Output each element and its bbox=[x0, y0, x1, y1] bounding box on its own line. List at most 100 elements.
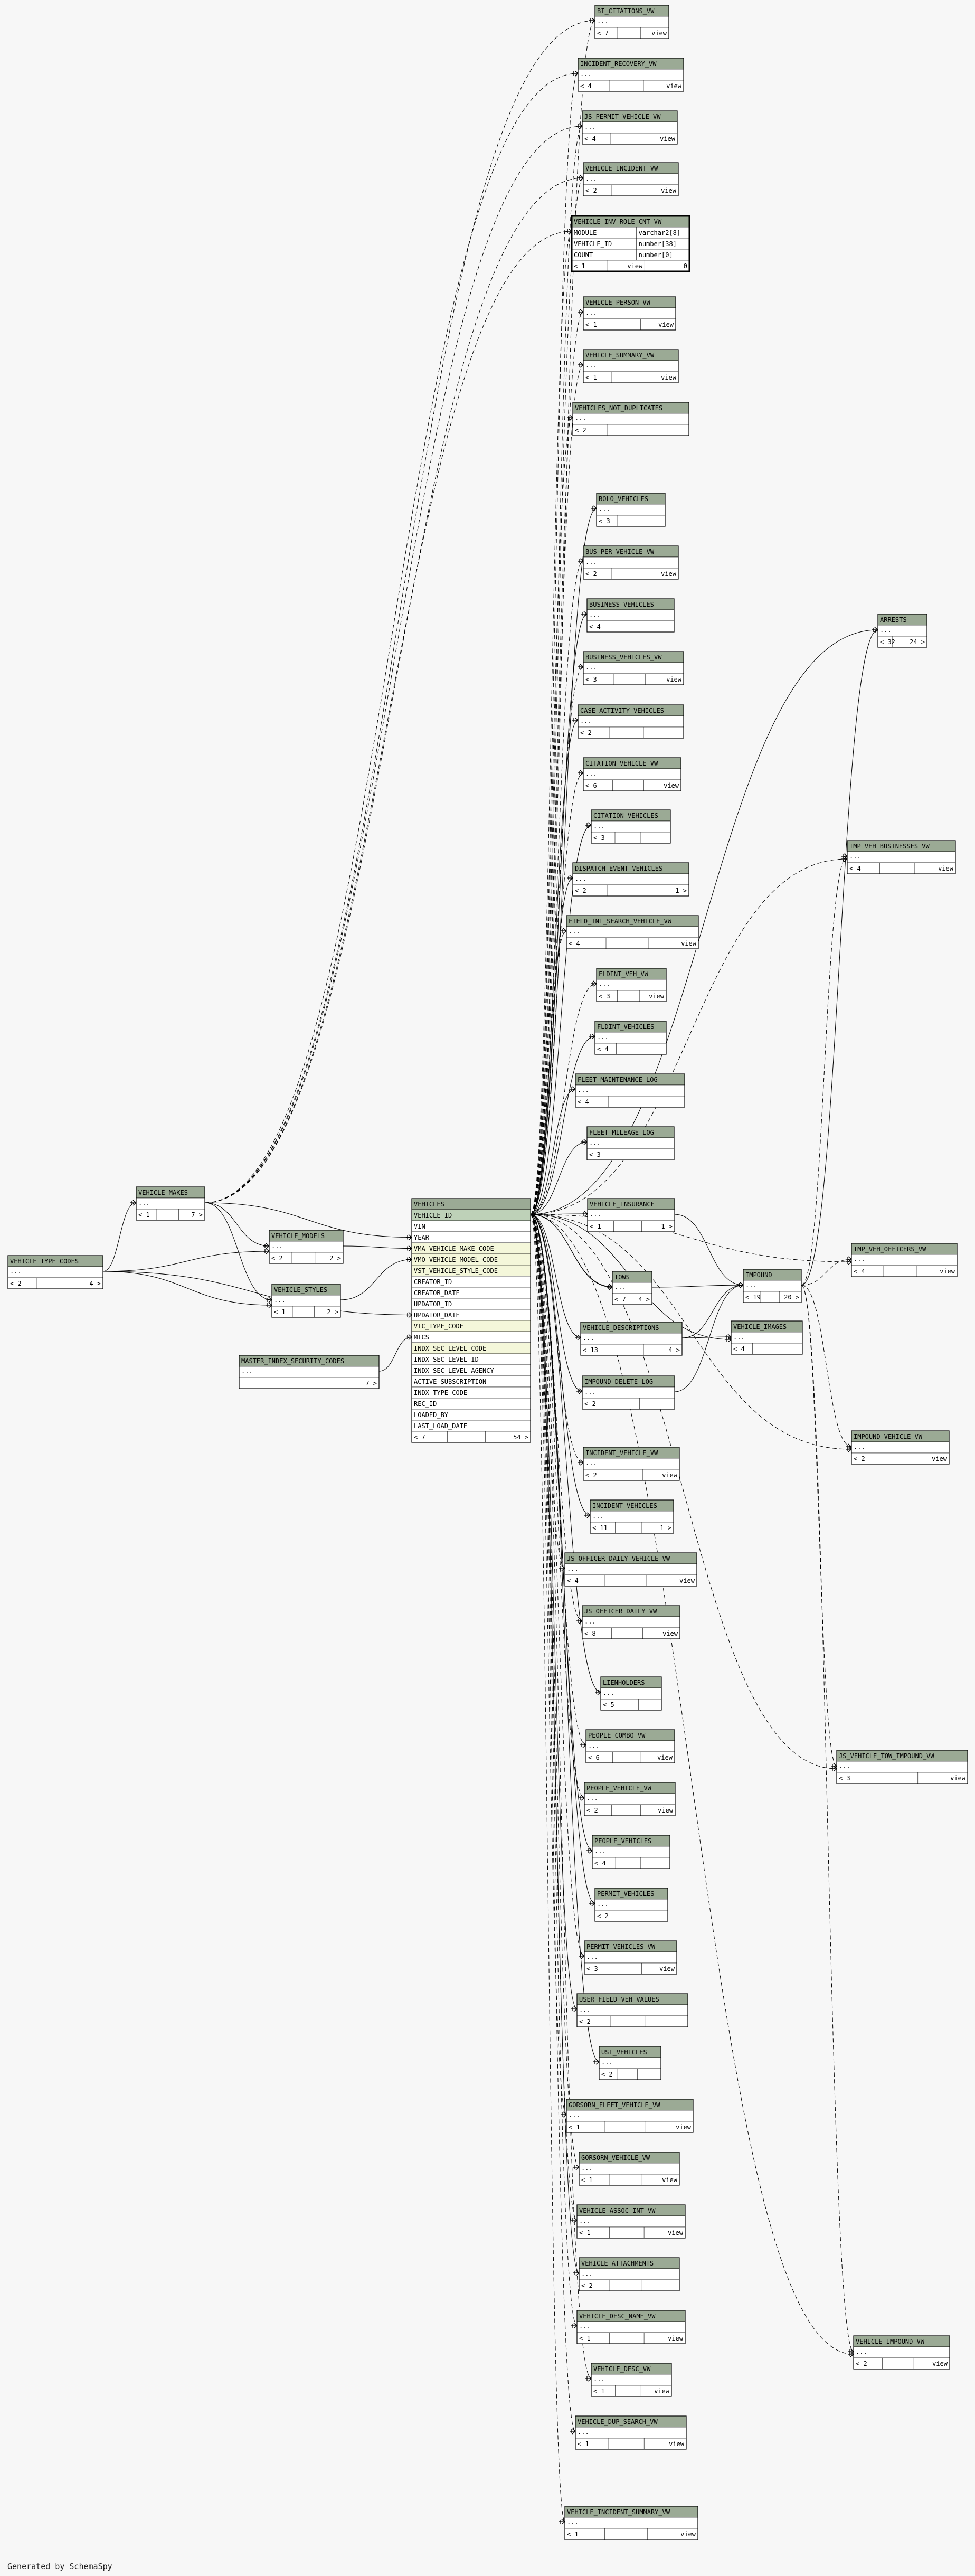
relationship-edge bbox=[204, 73, 578, 1203]
parent-count: < 3 bbox=[585, 676, 597, 683]
table-business-vehicles[interactable]: BUSINESS_VEHICLES...< 4 bbox=[586, 598, 675, 633]
parent-count: < 13 bbox=[583, 1346, 598, 1354]
table-footer bbox=[575, 1096, 685, 1108]
table-name: VEHICLES bbox=[414, 1201, 444, 1208]
table-name: PEOPLE_VEHICLES bbox=[594, 1837, 651, 1845]
column-ellipsis: ... bbox=[580, 70, 592, 78]
column-ellipsis: ... bbox=[599, 980, 610, 988]
table-name: INCIDENT_RECOVERY_VW bbox=[580, 60, 657, 68]
table-kind: view bbox=[676, 2124, 692, 2131]
table-permit-vehicles[interactable]: PERMIT_VEHICLES...< 2 bbox=[594, 1888, 668, 1922]
column-ellipsis: ... bbox=[586, 1953, 598, 1960]
table-fleet-maintenance-log[interactable]: FLEET_MAINTENANCE_LOG...< 4 bbox=[575, 1073, 685, 1108]
column-ellipsis: ... bbox=[138, 1199, 150, 1206]
column-ellipsis: ... bbox=[585, 362, 597, 369]
column-ellipsis: ... bbox=[578, 1086, 589, 1093]
child-count: 4 > bbox=[89, 1280, 101, 1287]
table-vehicle-attachments[interactable]: VEHICLE_ATTACHMENTS...< 2 bbox=[579, 2257, 680, 2291]
table-user-field-veh-values[interactable]: USER_FIELD_VEH_VALUES...< 2 bbox=[576, 1993, 688, 2027]
table-name: VEHICLE_DESC_VW bbox=[593, 2365, 651, 2373]
table-people-vehicles[interactable]: PEOPLE_VEHICLES...< 4 bbox=[592, 1835, 670, 1869]
parent-count: < 4 bbox=[580, 82, 592, 90]
column-name: UPDATOR_DATE bbox=[414, 1311, 460, 1319]
relationship-edge bbox=[204, 1202, 272, 1300]
parent-count: < 2 bbox=[580, 729, 592, 737]
parent-count: < 1 bbox=[578, 2440, 589, 2448]
table-name: CITATION_VEHICLES bbox=[593, 812, 658, 819]
column-ellipsis: ... bbox=[10, 1268, 22, 1275]
parent-count: < 2 bbox=[585, 570, 597, 578]
column-row bbox=[584, 1793, 676, 1805]
column-name: VMO_VEHICLE_MODEL_CODE bbox=[414, 1256, 498, 1263]
table-fleet-mileage-log[interactable]: FLEET_MILEAGE_LOG...< 3 bbox=[586, 1126, 675, 1160]
column-row bbox=[575, 1084, 685, 1097]
child-count: 54 > bbox=[513, 1433, 528, 1441]
relationship-edge bbox=[204, 21, 595, 1203]
table-lienholders[interactable]: LIENHOLDERS...< 5 bbox=[600, 1676, 662, 1711]
table-bolo-vehicles[interactable]: BOLO_VEHICLES...< 3 bbox=[596, 493, 666, 527]
table-vehicles[interactable]: VEHICLESVEHICLE_IDVINYEARVMA_VEHICLE_MAK… bbox=[411, 1198, 531, 1443]
column-row bbox=[847, 851, 956, 863]
table-name: FLDINT_VEH_VW bbox=[599, 970, 649, 978]
table-impound-delete-log[interactable]: IMPOUND_DELETE_LOG...< 2 bbox=[582, 1375, 675, 1410]
column-ellipsis: ... bbox=[601, 2059, 613, 2066]
parent-count: < 11 bbox=[592, 1524, 608, 1532]
column-row bbox=[583, 307, 676, 319]
table-citation-vehicles[interactable]: CITATION_VEHICLES...< 3 bbox=[591, 809, 671, 844]
table-master-index-security-codes[interactable]: MASTER_INDEX_SECURITY_CODES...7 > bbox=[239, 1355, 380, 1389]
table-name: LIENHOLDERS bbox=[603, 1679, 645, 1686]
table-vehicles-not-duplicates[interactable]: VEHICLES_NOT_DUPLICATES...< 2 bbox=[572, 402, 689, 436]
table-name: VEHICLE_ATTACHMENTS bbox=[581, 2260, 654, 2267]
relationship-edge bbox=[530, 1214, 584, 1798]
column-ellipsis: ... bbox=[585, 1459, 597, 1467]
parent-count: < 1 bbox=[574, 262, 585, 270]
relationship-edge bbox=[651, 1285, 743, 1287]
table-usi-vehicles[interactable]: USI_VEHICLES...< 2 bbox=[599, 2046, 661, 2080]
table-vehicle-images[interactable]: VEHICLE_IMAGES...< 4 bbox=[731, 1320, 803, 1355]
relationship-edge bbox=[530, 1214, 566, 2115]
table-case-activity-vehicles[interactable]: CASE_ACTIVITY_VEHICLES...< 2 bbox=[578, 704, 684, 739]
table-fldint-vehicles[interactable]: FLDINT_VEHICLES...< 4 bbox=[594, 1021, 667, 1055]
